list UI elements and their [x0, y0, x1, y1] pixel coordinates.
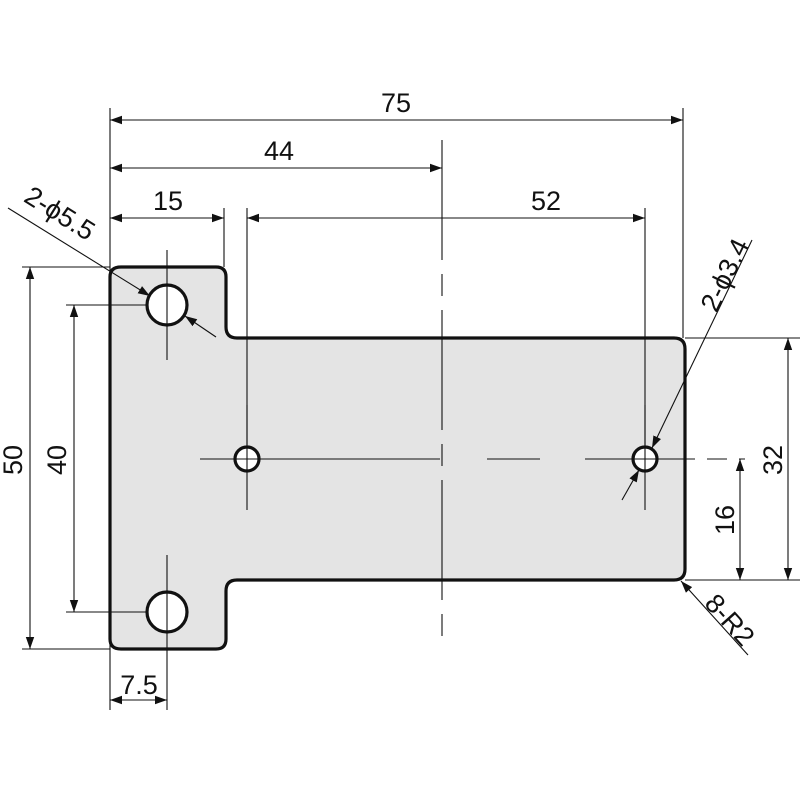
- bracket-plate: [108, 265, 687, 651]
- dim-half-hole-offset: 7.5: [120, 670, 158, 700]
- dim-overall-height: 50: [0, 445, 28, 475]
- callout-large-holes: 2-ϕ5.5: [19, 180, 100, 246]
- dim-overall-width: 75: [381, 88, 411, 118]
- dim-flange-width: 15: [153, 186, 183, 216]
- extension-lines: [22, 108, 800, 710]
- dim-small-hole-spacing: 52: [531, 186, 561, 216]
- dimension-lines: [25, 115, 793, 705]
- dim-large-hole-spacing: 40: [42, 445, 72, 475]
- dim-tab-half-height: 16: [710, 505, 740, 535]
- callout-corner-radius: 8-R2: [699, 588, 760, 652]
- dim-width-to-center: 44: [264, 136, 294, 166]
- callout-small-holes: 2-ϕ3.4: [695, 234, 756, 316]
- leader-lines: [7, 207, 753, 656]
- dim-tab-height: 32: [758, 445, 788, 475]
